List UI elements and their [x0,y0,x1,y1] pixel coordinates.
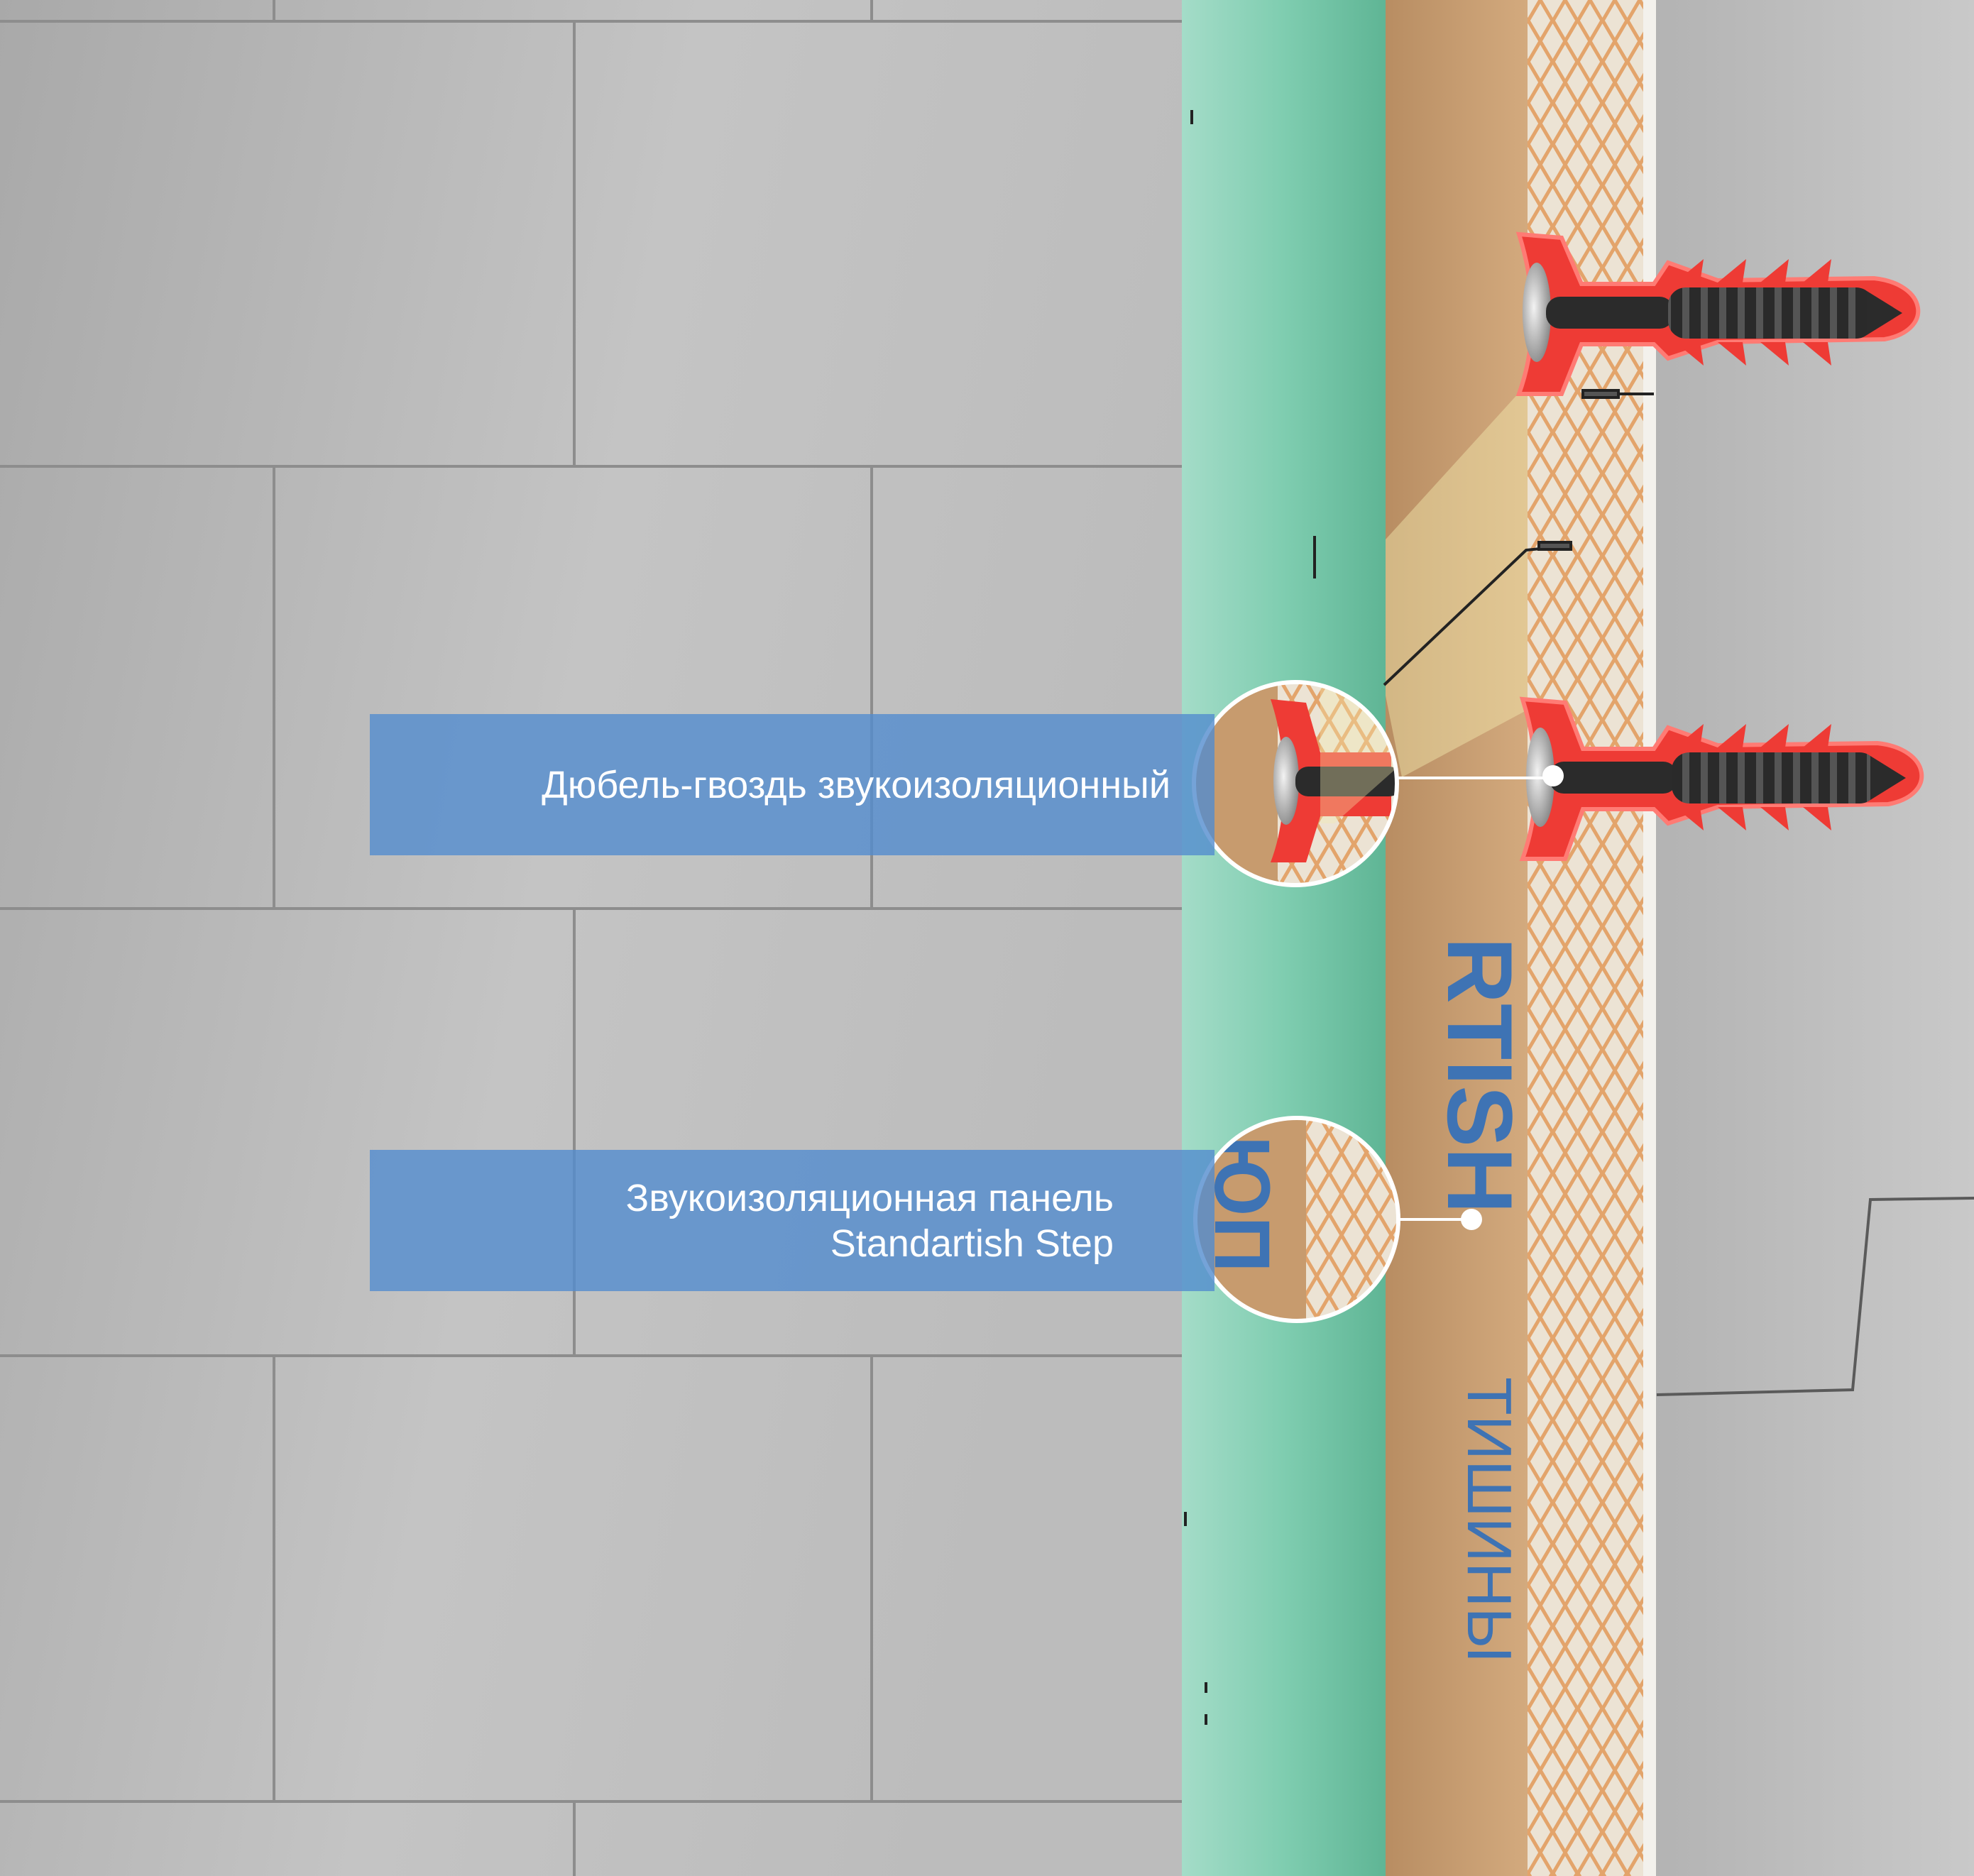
callout-soundproof-panel: Звукоизоляционная панель Standartish Ste… [370,1150,1214,1291]
panel-print: RTISH ТИШИНЫ [1428,937,1532,1662]
zoom-circle-dowel [1192,680,1399,887]
surface-marks [1184,110,1654,1725]
leader-dot-panel [1461,1209,1482,1230]
panel-print-slogan: ТИШИНЫ [1454,1377,1525,1662]
callout-panel-label-line1: Звукоизоляционная панель [625,1176,1114,1219]
wall-crack [1656,1197,1974,1396]
translucent-highlight [1386,383,1528,777]
leader-lines [1397,777,1553,1221]
panel-print-brand: RTISH [1428,937,1532,1214]
dowel-nail-middle [1519,696,1924,861]
callout-dowel-label: Дюбель-гвоздь звукоизоляционный [542,763,1170,806]
dowel-nail-top [1515,231,1921,396]
green-board-layer [1182,0,1386,1876]
white-facing-layer [1643,0,1656,1876]
kraft-layer [1386,0,1528,1876]
tile-joints [0,0,1182,1876]
concrete-wall-left [0,0,1182,1876]
leader-dot-dowel [1542,765,1564,786]
callout-panel-label-line2: Standartish Step [830,1222,1114,1265]
callout-dowel-nail: Дюбель-гвоздь звукоизоляционный [370,714,1214,855]
